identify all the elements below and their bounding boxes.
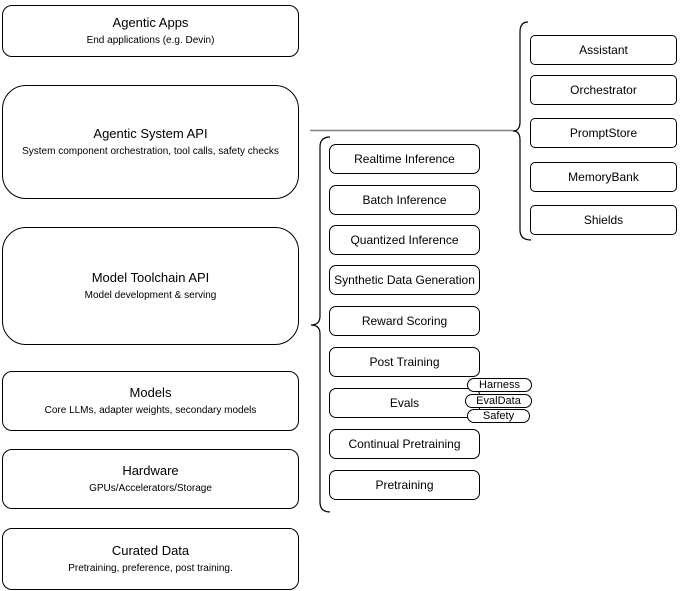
node-hardware: Hardware GPUs/Accelerators/Storage	[2, 449, 299, 509]
node-title: Models	[129, 384, 172, 400]
node-title: Curated Data	[111, 542, 190, 558]
node-assistant: Assistant	[530, 35, 677, 65]
node-subtitle: System component orchestration, tool cal…	[22, 145, 279, 157]
node-label: Assistant	[579, 42, 628, 57]
system-components-brace	[512, 21, 532, 241]
node-title: Agentic Apps	[112, 14, 189, 30]
node-subtitle: Model development & serving	[84, 289, 217, 301]
node-reward-scoring: Reward Scoring	[329, 306, 480, 336]
node-synthetic-data-generation: Synthetic Data Generation	[329, 265, 480, 295]
node-promptstore: PromptStore	[530, 118, 677, 148]
node-post-training: Post Training	[329, 347, 480, 377]
node-models: Models Core LLMs, adapter weights, secon…	[2, 371, 299, 431]
node-subtitle: Core LLMs, adapter weights, secondary mo…	[44, 404, 257, 416]
node-label: Realtime Inference	[354, 151, 455, 166]
tag-safety: Safety	[467, 409, 530, 423]
node-label: Pretraining	[375, 477, 434, 492]
node-pretraining: Pretraining	[329, 470, 480, 500]
node-label: Batch Inference	[362, 192, 447, 207]
node-title: Agentic System API	[93, 125, 208, 141]
node-title: Model Toolchain API	[91, 269, 210, 285]
tag-label: Safety	[482, 409, 515, 422]
node-orchestrator: Orchestrator	[530, 75, 677, 105]
tag-harness: Harness	[467, 378, 532, 392]
node-curated-data: Curated Data Pretraining, preference, po…	[2, 528, 299, 590]
node-subtitle: GPUs/Accelerators/Storage	[89, 482, 212, 494]
node-agentic-system-api: Agentic System API System component orch…	[2, 85, 299, 199]
node-shields: Shields	[530, 205, 677, 235]
node-label: Post Training	[369, 354, 440, 369]
node-label: Evals	[389, 395, 420, 410]
node-label: Quantized Inference	[350, 232, 459, 247]
node-continual-pretraining: Continual Pretraining	[329, 429, 480, 459]
node-model-toolchain-api: Model Toolchain API Model development & …	[2, 227, 299, 345]
node-agentic-apps: Agentic Apps End applications (e.g. Devi…	[2, 5, 299, 57]
node-label: Orchestrator	[570, 82, 637, 97]
node-label: MemoryBank	[568, 169, 639, 184]
toolchain-group-brace	[310, 136, 331, 513]
node-evals: Evals	[329, 388, 480, 418]
node-realtime-inference: Realtime Inference	[329, 144, 480, 174]
node-label: Synthetic Data Generation	[334, 272, 475, 287]
node-batch-inference: Batch Inference	[329, 185, 480, 215]
tag-label: EvalData	[476, 394, 521, 407]
node-label: Continual Pretraining	[348, 436, 461, 451]
node-subtitle: End applications (e.g. Devin)	[86, 34, 215, 46]
node-label: Reward Scoring	[361, 313, 448, 328]
node-label: Shields	[583, 212, 624, 227]
node-title: Hardware	[122, 462, 179, 478]
node-label: PromptStore	[569, 125, 638, 140]
tag-evaldata: EvalData	[465, 394, 532, 408]
node-memorybank: MemoryBank	[530, 162, 677, 192]
node-subtitle: Pretraining, preference, post training.	[68, 562, 233, 574]
tag-label: Harness	[479, 378, 520, 391]
node-quantized-inference: Quantized Inference	[329, 225, 480, 255]
